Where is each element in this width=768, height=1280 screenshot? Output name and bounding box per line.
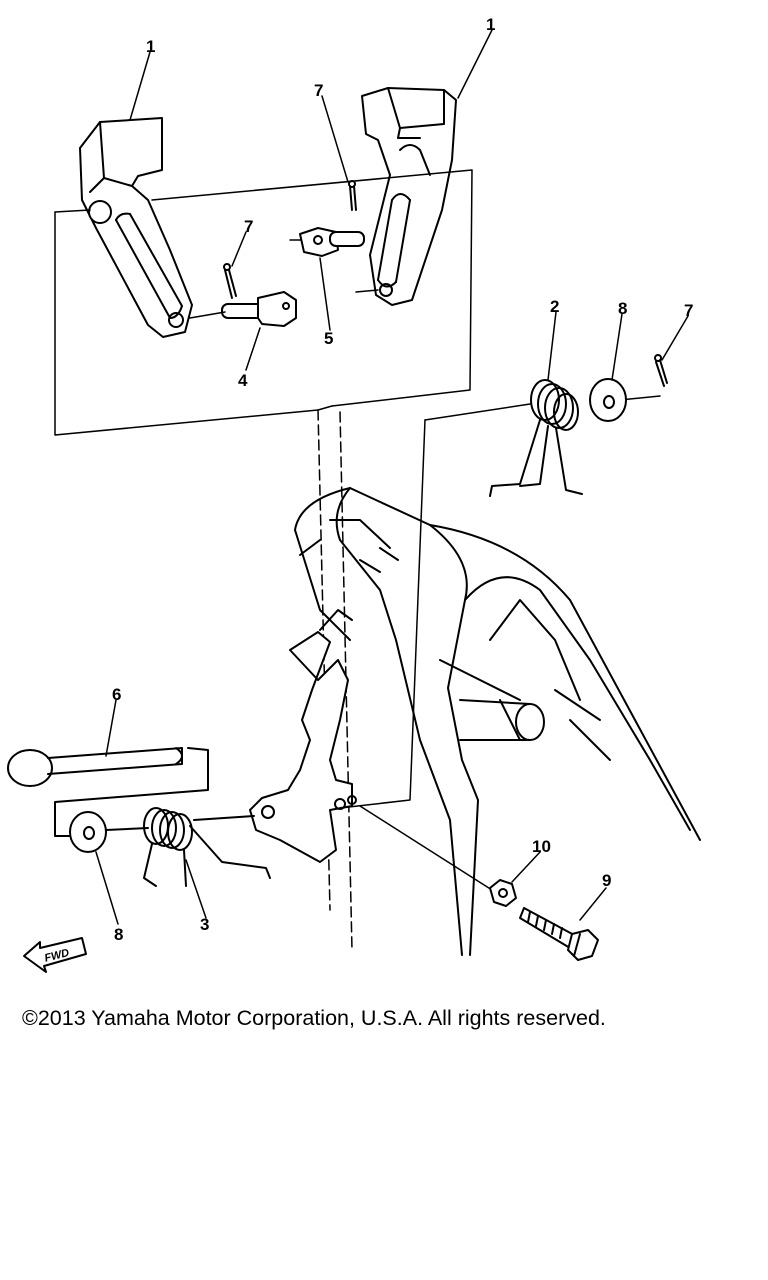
callout-10: 10 <box>532 837 551 856</box>
callout-leaders <box>95 29 689 925</box>
copyright-notice: ©2013 Yamaha Motor Corporation, U.S.A. A… <box>22 1006 606 1030</box>
frame-body <box>294 487 701 956</box>
bolt-9 <box>519 907 599 961</box>
cotter-pin-right <box>654 354 668 387</box>
nut-10 <box>489 879 517 907</box>
fwd-arrow-icon <box>23 937 87 973</box>
callout-8-lower: 8 <box>114 925 123 944</box>
bracket-right <box>361 87 457 306</box>
callout-3: 3 <box>200 915 209 934</box>
fwd-label: FWD <box>43 947 70 965</box>
pivot-shaft-6 <box>7 747 209 837</box>
clevis-pin-4 <box>221 291 297 327</box>
callout-2: 2 <box>550 297 559 316</box>
callout-labels: 1 1 7 7 7 2 8 4 5 6 8 3 10 9 FWD <box>43 15 693 965</box>
callout-5: 5 <box>324 329 333 348</box>
callout-8-upper: 8 <box>618 299 627 318</box>
washer-upper <box>589 378 627 422</box>
washer-lower <box>69 811 107 853</box>
parts-exploded-diagram: 1 1 7 7 7 2 8 4 5 6 8 3 10 9 FWD <box>7 15 701 973</box>
spring-2 <box>489 379 583 497</box>
callout-1-right: 1 <box>486 15 495 34</box>
callout-7-right: 7 <box>684 301 693 320</box>
callout-4: 4 <box>238 371 248 390</box>
cotter-pin-center <box>348 180 357 211</box>
pivot-plate <box>249 609 357 863</box>
callout-7-left: 7 <box>244 217 253 236</box>
spring-3 <box>105 807 271 887</box>
clevis-pin-5 <box>299 227 365 257</box>
callout-1-left: 1 <box>146 37 155 56</box>
bracket-left <box>79 117 193 338</box>
cotter-pin-left <box>223 263 237 299</box>
callout-7-center: 7 <box>314 81 323 100</box>
callout-6: 6 <box>112 685 121 704</box>
assembly-line-nut <box>359 805 493 891</box>
callout-9: 9 <box>602 871 611 890</box>
